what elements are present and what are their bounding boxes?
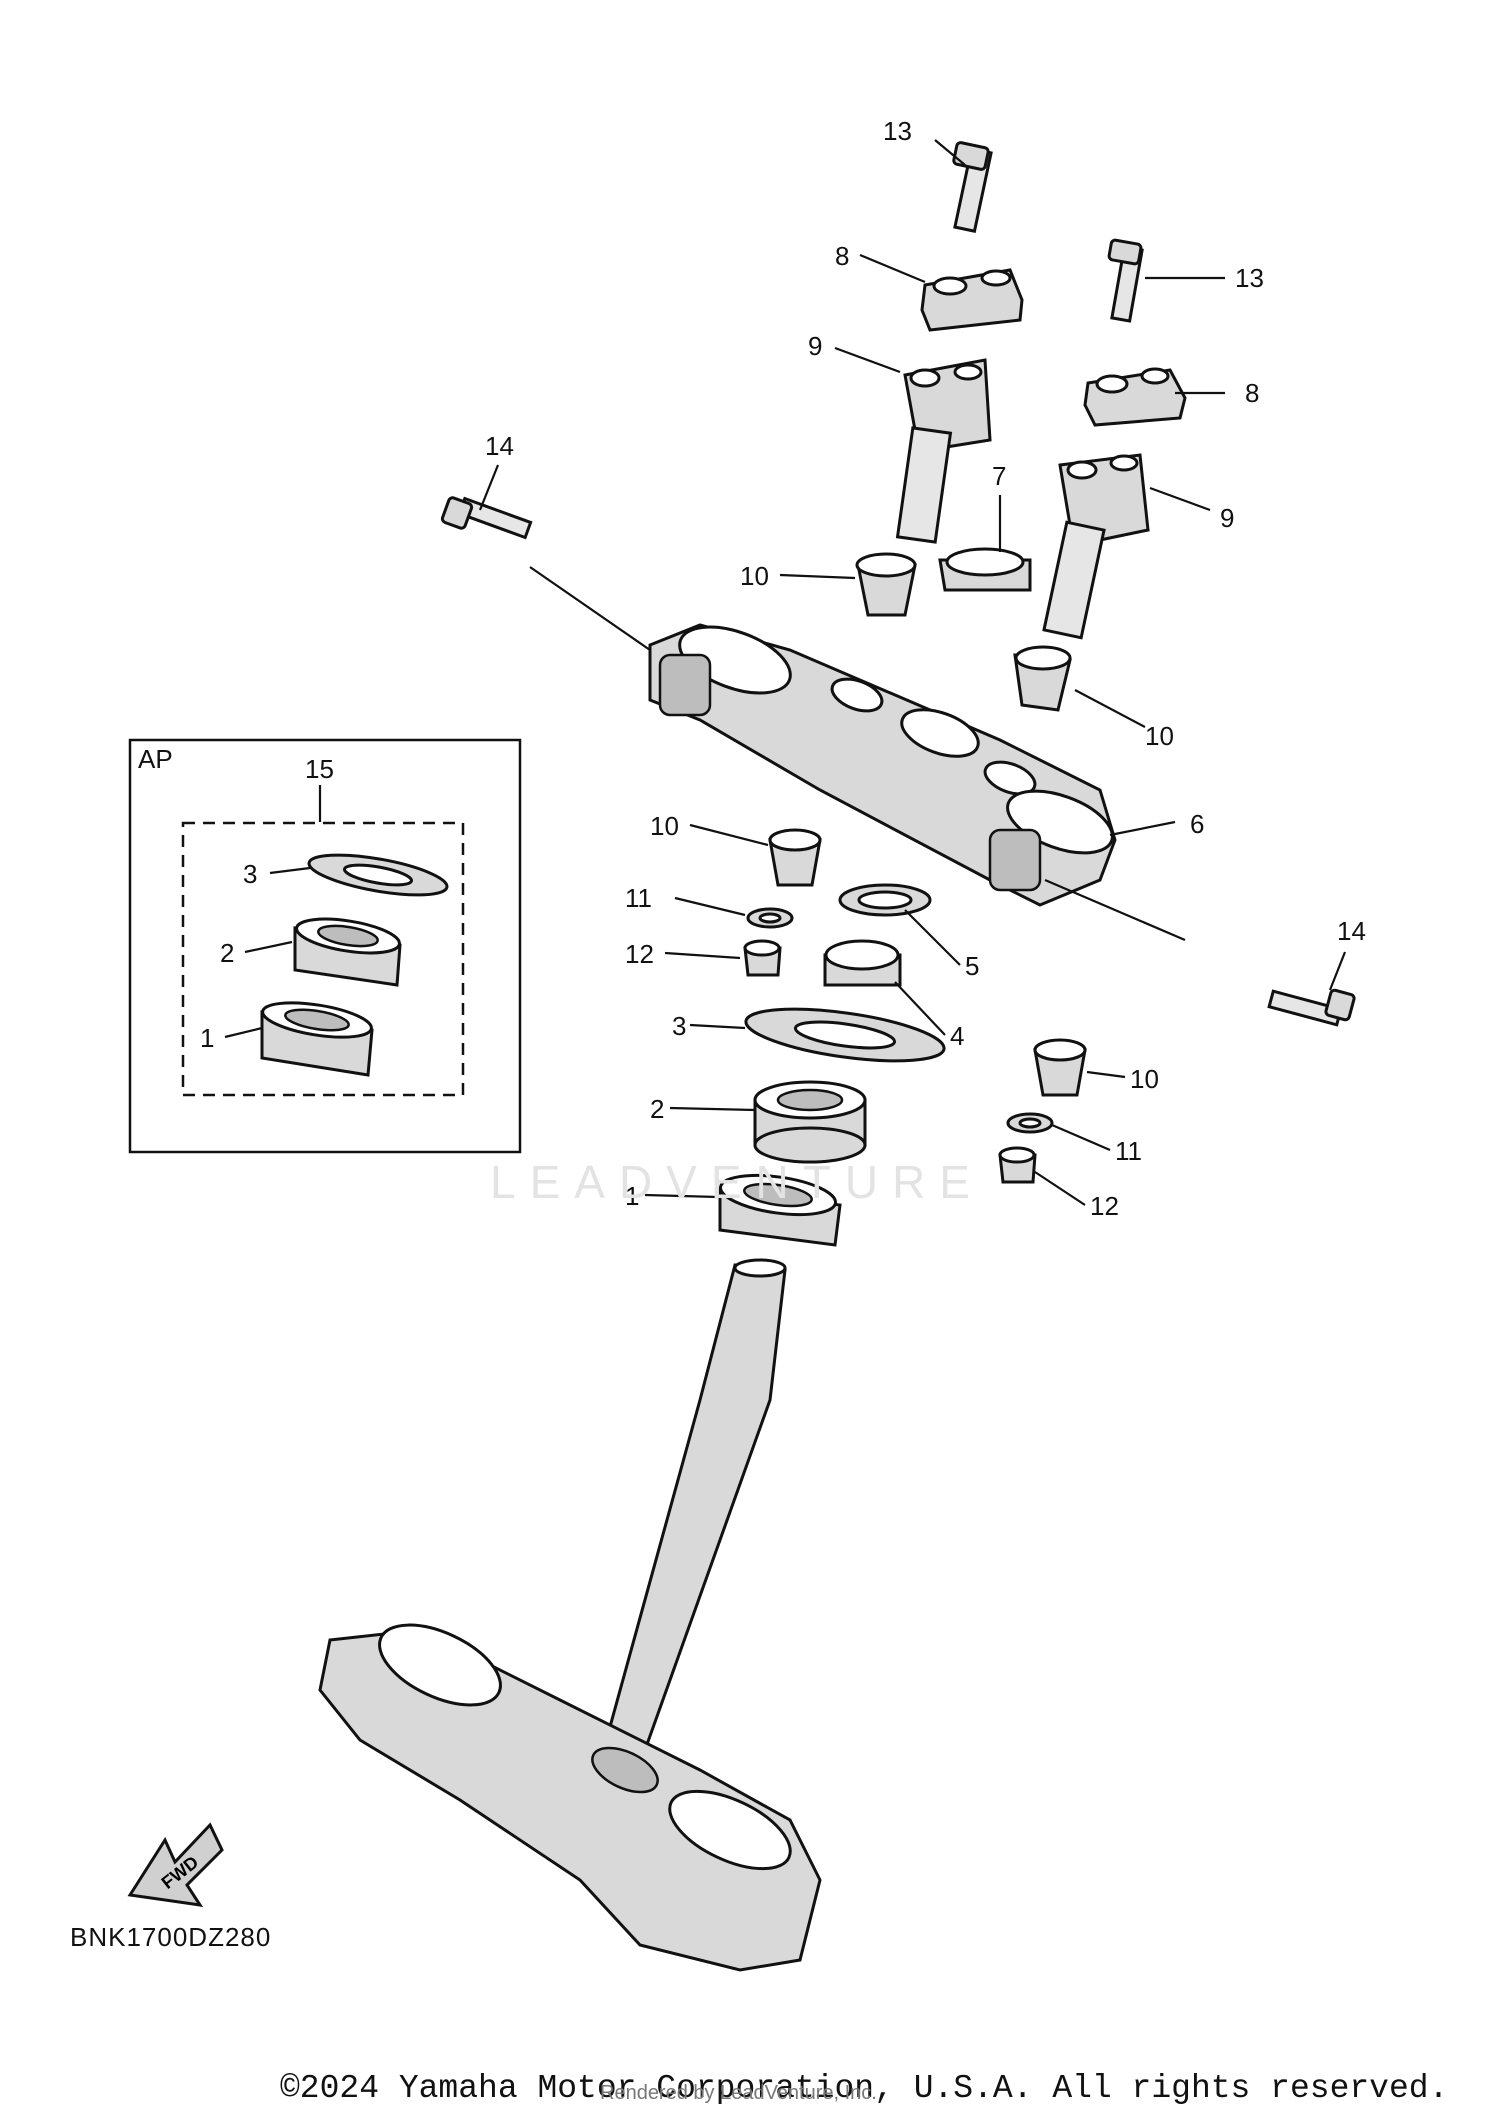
lower-handlebar-holder-left: [895, 358, 992, 544]
callout-14-left: 14: [485, 431, 514, 461]
collar-part-7: [938, 547, 1032, 592]
callout-4: 4: [950, 1021, 964, 1051]
copyright-notice: ©2024 Yamaha Motor Corporation, U.S.A. A…: [280, 2070, 1449, 2107]
callout-12-left: 12: [625, 939, 654, 969]
callout-10-upper-right: 10: [1145, 721, 1174, 751]
callout-labels: 13 13 8 8 9 9 7 10 10 6 14 14 10 11 12 5…: [485, 116, 1366, 1221]
inset-callout-2: 2: [220, 938, 234, 968]
callout-3: 3: [672, 1011, 686, 1041]
callout-10-lower-left: 10: [650, 811, 679, 841]
diagram-code: BNK1700DZ280: [70, 1922, 272, 1952]
handlebar-holder-bolt-right: [1107, 238, 1144, 323]
callout-8-left: 8: [835, 241, 849, 271]
nut-part-12-right: [998, 1146, 1037, 1184]
handlebar-holder-bolt-left: [952, 141, 993, 233]
callout-15: 15: [305, 754, 334, 784]
ring-nut-part-4: [823, 939, 902, 987]
callout-9-left: 9: [808, 331, 822, 361]
nut-part-12-left: [743, 939, 782, 977]
bearing-part-1: [718, 1173, 842, 1247]
callout-1: 1: [625, 1181, 639, 1211]
damper-upper-right: [1013, 645, 1072, 712]
damper-lower-right: [1033, 1038, 1087, 1097]
steering-stem-lower-bracket: [318, 1258, 822, 1972]
ap-inset-box: AP 15 3 2 1: [128, 738, 522, 1154]
callout-9-right: 9: [1220, 503, 1234, 533]
upper-handlebar-holder-left: [920, 268, 1024, 332]
inset-callout-3: 3: [243, 859, 257, 889]
leader-lines: [478, 139, 1347, 1206]
inset-callout-1: 1: [200, 1023, 214, 1053]
inset-bearing-part-1: [260, 1001, 374, 1077]
callout-10-upper-left: 10: [740, 561, 769, 591]
callout-5: 5: [965, 951, 979, 981]
callout-13-right: 13: [1235, 263, 1264, 293]
callout-11-right: 11: [1115, 1136, 1142, 1166]
callout-7: 7: [992, 461, 1006, 491]
inset-seal-part-3: [307, 853, 449, 897]
inset-label: AP: [138, 744, 173, 774]
upper-bracket-part-6: [648, 623, 1117, 907]
callout-8-right: 8: [1245, 378, 1259, 408]
washer-part-11-right: [1006, 1112, 1054, 1134]
seal-part-3: [744, 1007, 946, 1063]
callout-11-left: 11: [625, 883, 652, 913]
callout-13-left: 13: [883, 116, 912, 146]
damper-upper-left: [855, 552, 917, 617]
callout-10-lower-right: 10: [1130, 1064, 1159, 1094]
pinch-bolt-right: [1267, 988, 1356, 1027]
washer-part-11-left: [746, 907, 794, 929]
upper-handlebar-holder-right: [1083, 367, 1187, 427]
inset-bearing-part-2: [293, 917, 402, 987]
lower-handlebar-holder-right: [1042, 453, 1150, 640]
bearing-part-2: [753, 1080, 867, 1164]
callout-12-right: 12: [1090, 1191, 1119, 1221]
callout-2: 2: [650, 1094, 664, 1124]
watermark: LEADVENTURE: [490, 1156, 984, 1208]
callout-14-right: 14: [1337, 916, 1366, 946]
fwd-arrow-icon: FWD: [127, 1822, 224, 1907]
pinch-bolt-left: [440, 496, 533, 540]
washer-part-5: [838, 883, 932, 917]
rendered-by-notice: Rendered by LeadVenture, Inc.: [600, 2082, 877, 2104]
damper-lower-left: [768, 828, 822, 887]
callout-6: 6: [1190, 809, 1204, 839]
